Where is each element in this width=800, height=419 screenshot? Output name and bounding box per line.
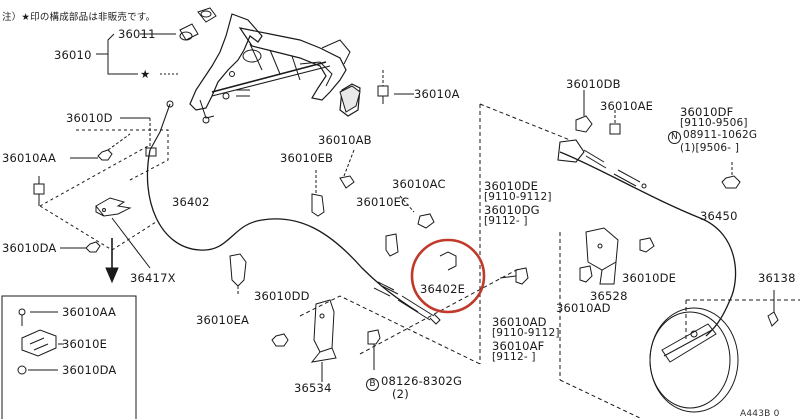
label-36010EC: 36010EC: [356, 195, 410, 209]
label-36450: 36450: [700, 209, 738, 223]
label-36010DE-right: 36010DE: [622, 271, 677, 285]
inset-label-36010E: 36010E: [62, 337, 108, 351]
label-36010AC: 36010AC: [392, 177, 446, 191]
label-08126-qty: (2): [392, 387, 409, 401]
label-36534: 36534: [294, 381, 332, 395]
label-36402E: 36402E: [420, 282, 466, 296]
bracket-36534: [310, 299, 337, 363]
circle-b-marker: B: [366, 378, 379, 391]
highlight-ring-36402E: [410, 238, 486, 314]
figure-code: A443B 0: [740, 409, 780, 419]
label-36402: 36402: [172, 195, 210, 209]
label-36010A: 36010A: [414, 87, 460, 101]
label-36010AF-range: [9112- ]: [492, 351, 536, 363]
label-36010DB: 36010DB: [566, 77, 621, 91]
label-36010AD-mid: 36010AD: [556, 301, 611, 315]
rear-brake-drum: [649, 307, 739, 413]
label-36528: 36528: [590, 289, 628, 303]
inset-frame: [1, 295, 137, 419]
label-36010AF: 36010AF: [492, 339, 545, 353]
clip-36402E: [439, 251, 457, 271]
label-36010DF: 36010DF: [680, 105, 734, 119]
label-36010AD-left: 36010AD: [492, 315, 547, 329]
label-36010D: 36010D: [66, 111, 113, 125]
note-non-sale: 注）★印の構成部品は非販売です。: [2, 12, 156, 23]
cable-36402: [146, 149, 419, 313]
label-36011: 36011: [118, 27, 156, 41]
label-36010AA: 36010AA: [2, 151, 57, 165]
leader-36010: [96, 33, 138, 75]
inset-label-36010DA: 36010DA: [62, 363, 117, 377]
label-36010DG: 36010DG: [484, 203, 540, 217]
label-36138: 36138: [758, 271, 796, 285]
label-36417X: 36417X: [130, 271, 176, 285]
inset-label-36010AA: 36010AA: [62, 305, 117, 319]
brake-lever-assembly: [189, 13, 361, 124]
label-36010AD-range: [9110-9112]: [492, 327, 560, 339]
inset-bracket: [17, 308, 64, 375]
label-36010EB: 36010EB: [280, 151, 334, 165]
bracket-36528: [585, 227, 619, 285]
label-36010DD: 36010DD: [254, 289, 310, 303]
label-36010DF-range: [9110-9506]: [680, 117, 748, 129]
circle-n-marker: N: [668, 131, 681, 144]
bracket-36010EB: [311, 193, 325, 217]
part-36011-bushing: [179, 7, 217, 41]
label-36010DE-left: 36010DE: [484, 179, 539, 193]
label-36010AB: 36010AB: [318, 133, 372, 147]
star-marker: ★: [140, 67, 151, 81]
label-36010DA: 36010DA: [2, 241, 57, 255]
label-08911-range: (1)[9506- ]: [680, 142, 740, 154]
label-36010DE-range: [9110-9112]: [484, 191, 552, 203]
label-36010EA: 36010EA: [196, 313, 250, 327]
label-36010AE: 36010AE: [600, 99, 654, 113]
label-36010DG-range: [9112- ]: [484, 215, 528, 227]
label-36010: 36010: [54, 48, 92, 62]
clip-36417X: [95, 197, 132, 217]
